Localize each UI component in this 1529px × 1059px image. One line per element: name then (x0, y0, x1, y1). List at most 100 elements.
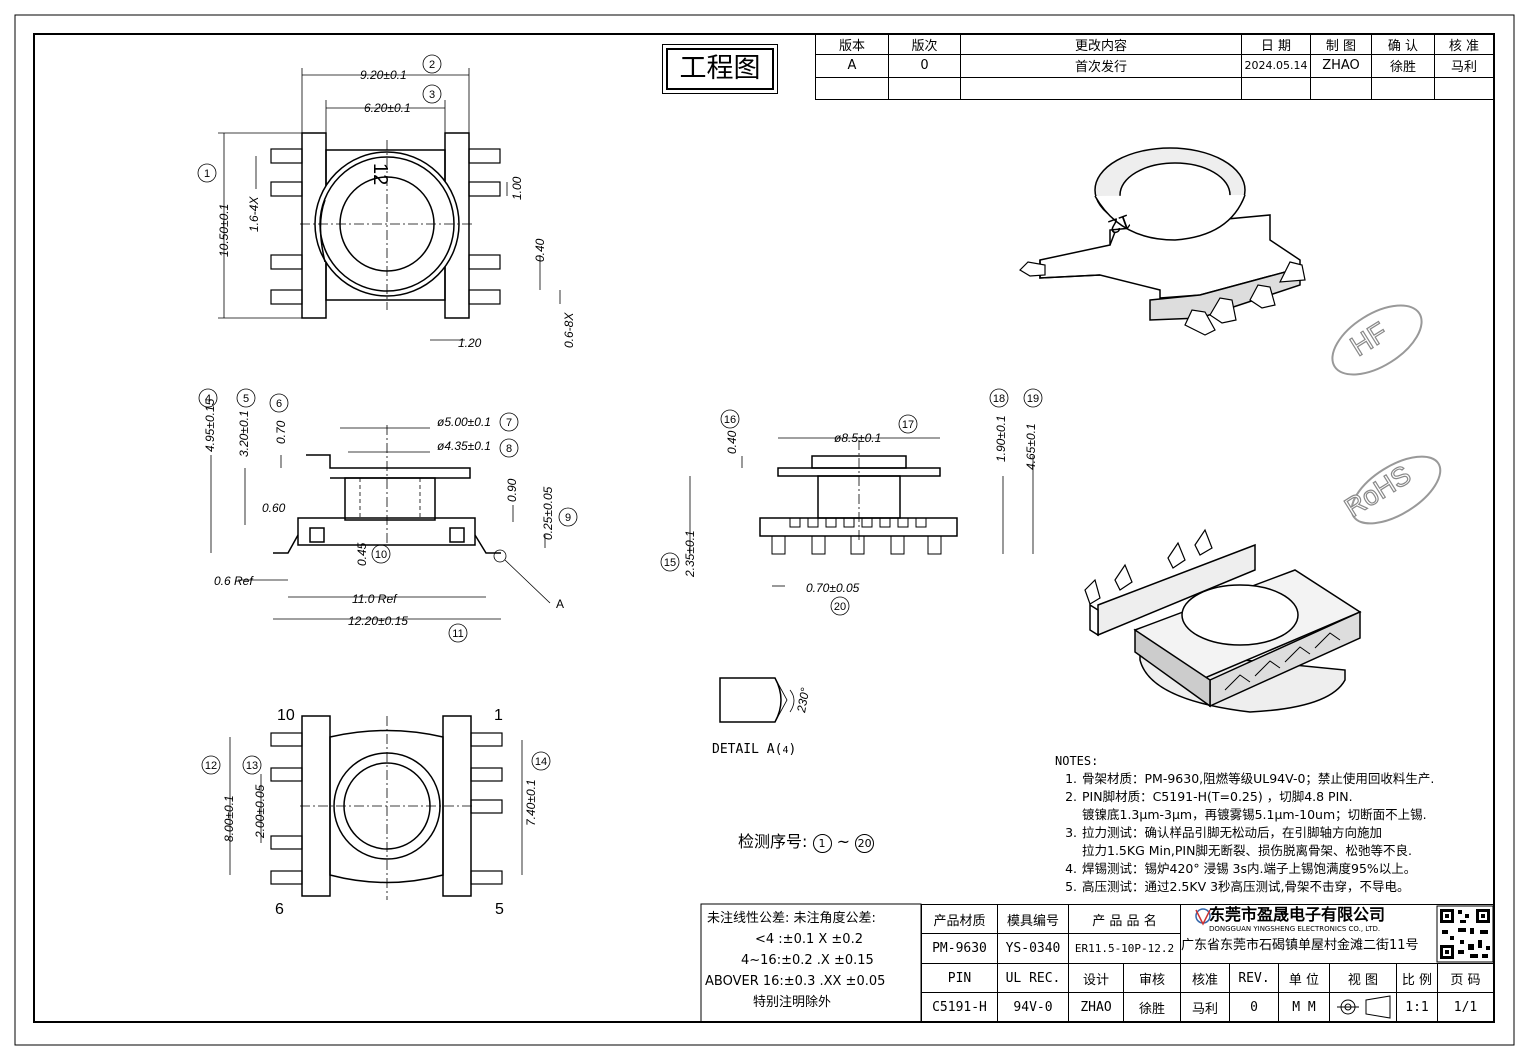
tb-ul: 94V-0 (997, 992, 1069, 1023)
rev-cell-edition: 0 (888, 54, 961, 78)
list-item: 2.PIN脚材质：C5191-H(T=0.25) ，切脚4.8 PIN. (1065, 789, 1353, 804)
detail-scale: 4 (782, 745, 789, 756)
dim-h-body: 3.20±0.1 (237, 410, 251, 457)
dim-pin-pitch: 1.6-4X (247, 196, 261, 232)
table-row (815, 76, 1494, 101)
rev-header-approve: 核 准 (1434, 33, 1494, 56)
callout-8: 8 (506, 443, 512, 455)
callout-3: 3 (429, 89, 435, 101)
callout-16: 16 (724, 414, 736, 426)
rev-cell-date: 2024.05.14 (1241, 54, 1311, 78)
dim-h-total: 4.95±0.15 (203, 398, 217, 452)
list-item: 4.焊锡测试：锡炉420° 浸锡 3s内.端子上锡饱满度95%以上。 (1065, 861, 1417, 876)
callout-15: 15 (664, 557, 676, 569)
callout-10: 10 (375, 549, 387, 561)
side-view (273, 425, 507, 563)
bottom-view (270, 715, 503, 900)
rev-header-confirm: 确 认 (1371, 33, 1435, 56)
tb-scale: 1:1 (1396, 992, 1438, 1023)
dim-w-inner: 6.20±0.1 (364, 101, 411, 115)
inspection-sep: ~ (836, 832, 850, 851)
tb-h-rev: REV. (1229, 963, 1279, 993)
tb-h-view: 视 图 (1329, 963, 1397, 993)
callout-17: 17 (902, 419, 914, 431)
dim-step: 0.60 (262, 501, 286, 515)
pin-label-5: 5 (495, 901, 504, 918)
dim-bottom-h2: 2.00±0.05 (253, 784, 267, 839)
detail-label: DETAIL A(4) (712, 742, 796, 757)
callout-7: 7 (506, 417, 512, 429)
tb-page: 1/1 (1437, 992, 1494, 1023)
revision-table: 版本 版次 更改内容 日 期 制 图 确 认 核 准 A 0 首次发行 2024… (815, 33, 1494, 101)
table-row: A 0 首次发行 2024.05.14 ZHAO 徐胜 马利 (815, 54, 1494, 78)
list-item: 5.高压测试：通过2.5KV 3秒高压测试,骨架不击穿，不导电。 (1065, 879, 1410, 894)
callout-4: 4 (205, 393, 211, 405)
top-view (270, 132, 501, 319)
detail-a (719, 677, 795, 723)
dim-pin-slot: 0.6-8X (562, 312, 576, 348)
dim-d1: ø5.00±0.1 (437, 415, 491, 429)
dim-gap: 0.45 (355, 542, 369, 566)
inspection-label: 检测序号: (738, 832, 808, 851)
callout-11: 11 (452, 628, 463, 640)
tb-mold: YS-0340 (997, 933, 1069, 964)
pin-label-6: 6 (275, 901, 284, 918)
company-address: 广东省东莞市石碣镇单屋村金滩二街11号 (1181, 938, 1419, 953)
drawing-stamp: 工程图 (666, 48, 774, 90)
rev-cell-change: 首次发行 (960, 54, 1242, 78)
tb-h-pin: PIN (921, 963, 998, 993)
notes-header: NOTES: (1055, 754, 1099, 768)
tb-h-design: 设计 (1068, 963, 1124, 993)
tb-design: ZHAO (1068, 992, 1124, 1023)
tb-h-material: 产品材质 (921, 904, 998, 934)
tb-approve: 马利 (1180, 992, 1230, 1023)
dim-pin-width: 1.00 (510, 176, 524, 200)
dim-flange: 0.90 (505, 478, 519, 502)
iso-view-bottom (1084, 528, 1362, 713)
tolerance-line: ABOVER 16:±0.3 .XX ±0.05 (705, 974, 886, 989)
dim-front-d: ø8.5±0.1 (834, 431, 881, 445)
dim-d2: ø4.35±0.1 (437, 439, 491, 453)
dim-front-pin: 0.70±0.05 (806, 581, 860, 595)
list-item: 3.拉力测试：确认样品引脚无松动后，在引脚轴方向施加 (1065, 825, 1383, 840)
detail-label-text: DETAIL A( (712, 742, 783, 757)
callout-5: 5 (243, 393, 249, 405)
inspection-from: 1 (812, 834, 832, 853)
dim-w-outer: 9.20±0.1 (360, 68, 407, 82)
company-name-en: DONGGUAN YINGSHENG ELECTRONICS CO., LTD. (1209, 925, 1381, 933)
tb-h-unit: 单 位 (1278, 963, 1330, 993)
company-name: 东莞市盈晟电子有限公司 (1209, 905, 1386, 925)
outer-border (14, 14, 1515, 1046)
tb-h-scale: 比 例 (1396, 963, 1438, 993)
tb-h-ul: UL REC. (997, 963, 1069, 993)
dim-span-ref: 11.0 Ref (352, 592, 398, 606)
front-view (759, 440, 958, 555)
dim-bottom-h1: 8.00±0.1 (222, 795, 236, 842)
cavity-mark: 12 (369, 163, 391, 185)
rev-header-version: 版本 (815, 33, 889, 56)
rev-cell-confirm: 徐胜 (1371, 54, 1435, 78)
dim-span: 12.20±0.15 (348, 614, 408, 628)
rev-header-drawn: 制 图 (1310, 33, 1372, 56)
rev-cell-approve: 马利 (1434, 54, 1494, 78)
inspection-range: 检测序号: 1 ~ 20 (738, 828, 875, 853)
rev-header-change: 更改内容 (960, 33, 1242, 56)
pin-label-1: 1 (494, 707, 503, 724)
detail-label-end: ) (788, 742, 797, 757)
hf-logo: HF (1331, 304, 1423, 376)
detail-mark: A (556, 597, 564, 611)
tb-material: PM-9630 (921, 933, 998, 964)
dim-front-h2: 4.65±0.1 (1024, 423, 1038, 470)
pin-label-10: 10 (277, 707, 295, 724)
rev-header-date: 日 期 (1241, 33, 1311, 56)
detail-angle: 230° (794, 686, 812, 714)
rev-cell-version: A (815, 54, 889, 78)
tolerance-line: <4 :±0.1 X ±0.2 (755, 932, 863, 947)
list-item-cont: 拉力1.5KG Min,PIN脚无断裂、损伤脱离骨架、松弛等不良. (1082, 843, 1412, 858)
dim-front-h3: 2.35±0.1 (683, 530, 697, 578)
tb-name: ER11.5-10P-12.2 (1068, 933, 1181, 964)
callout-2: 2 (429, 59, 435, 71)
list-item: 1.骨架材质：PM-9630,阻燃等级UL94V-0；禁止使用回收料生产. (1065, 771, 1435, 786)
tb-h-review: 审核 (1123, 963, 1181, 993)
